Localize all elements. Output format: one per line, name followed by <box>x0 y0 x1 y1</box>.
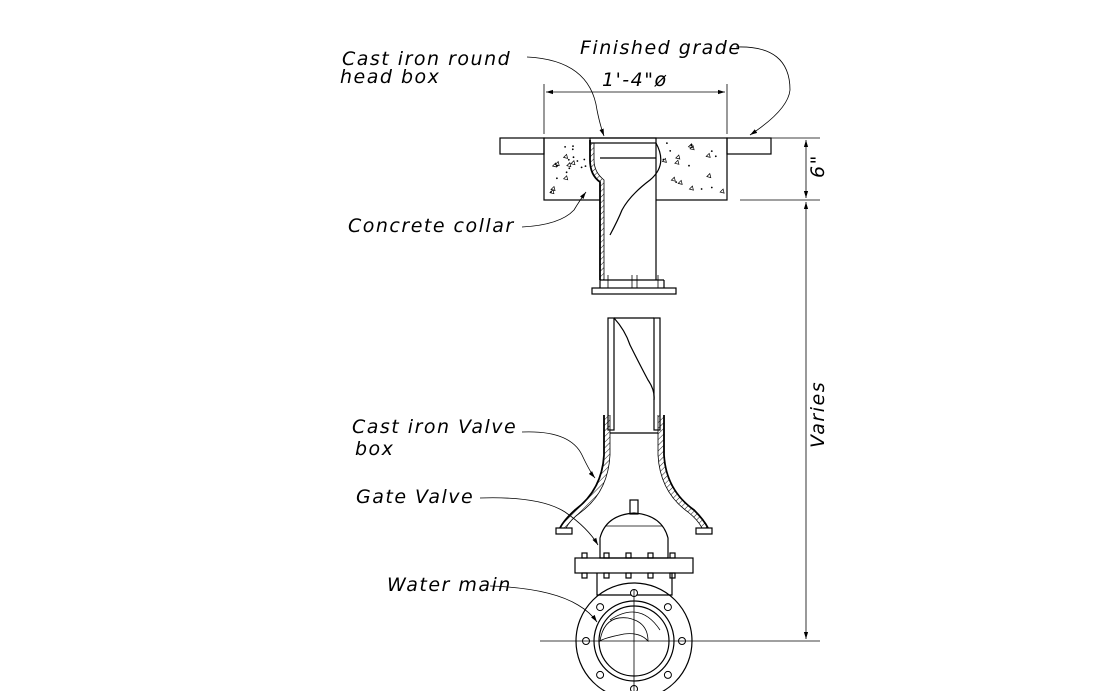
bolt-hole <box>663 603 672 612</box>
label-varies: Varies <box>807 381 829 448</box>
leader-lines <box>479 46 791 623</box>
label-gate-valve: Gate Valve <box>356 486 474 508</box>
finished-grade-ground <box>499 137 772 155</box>
bolt-hole <box>596 670 605 679</box>
label-valve-box: box <box>355 438 394 460</box>
bolt-hole <box>663 670 672 679</box>
label-finished-grade: Finished grade <box>580 37 742 59</box>
label-water-main: Water main <box>387 574 512 596</box>
dimension-diameter <box>543 84 728 134</box>
reference-lines <box>540 137 820 691</box>
label-cast-iron-round: Cast iron round <box>342 48 511 70</box>
label-six-inch: 6" <box>807 154 829 178</box>
bolt-hole <box>596 603 605 612</box>
label-diameter: 1'-4"ø <box>602 69 668 91</box>
extension-shaft <box>607 317 661 431</box>
gate-valve <box>574 499 694 596</box>
label-head-box: head box <box>340 66 440 88</box>
label-concrete-collar: Concrete collar <box>348 215 515 237</box>
label-cast-iron-valve: Cast iron Valve <box>352 416 517 438</box>
concrete-aggregate-pattern <box>549 142 725 195</box>
flange-bolt-holes <box>582 589 686 693</box>
valve-box <box>555 415 713 535</box>
round-head-box <box>589 137 677 295</box>
